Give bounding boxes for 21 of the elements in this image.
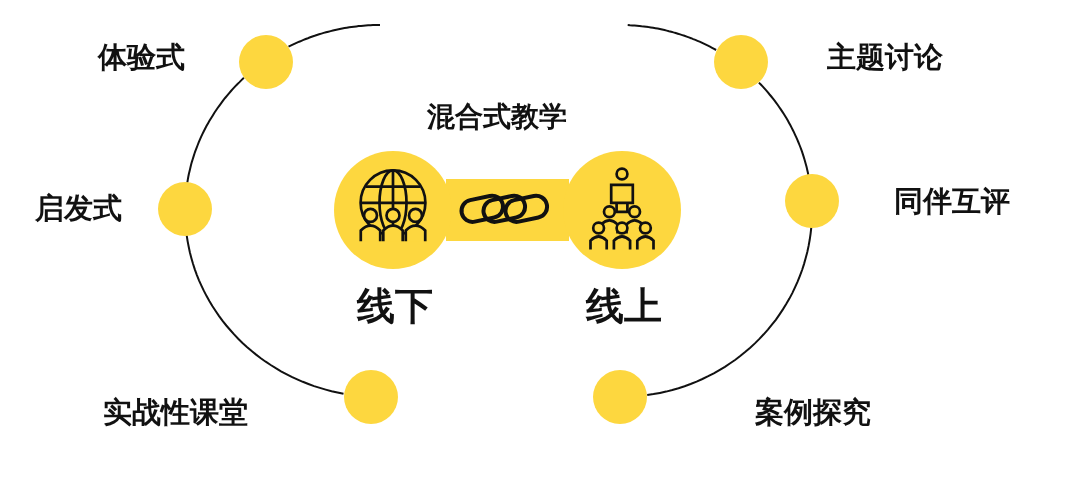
method-label: 案例探究 xyxy=(755,395,871,429)
title: 混合式教学 xyxy=(427,100,567,134)
dot-marker xyxy=(785,174,839,228)
dot-marker xyxy=(239,35,293,89)
method-label: 主题讨论 xyxy=(827,40,943,74)
mode-label: 线下 xyxy=(357,284,433,328)
mode-label: 线上 xyxy=(586,284,662,328)
dot-marker xyxy=(158,182,212,236)
arc-line xyxy=(626,24,718,51)
arc-line xyxy=(287,24,381,48)
method-label: 同伴互评 xyxy=(894,184,1010,218)
dot-marker xyxy=(593,370,647,424)
dot-marker xyxy=(714,35,768,89)
arc-line xyxy=(186,76,245,184)
arc-line xyxy=(646,226,813,397)
arc-line xyxy=(757,81,810,176)
method-label: 启发式 xyxy=(35,191,122,225)
arc-line xyxy=(185,234,345,395)
method-label: 体验式 xyxy=(98,40,185,74)
method-label: 实战性课堂 xyxy=(103,395,248,429)
dot-marker xyxy=(344,370,398,424)
